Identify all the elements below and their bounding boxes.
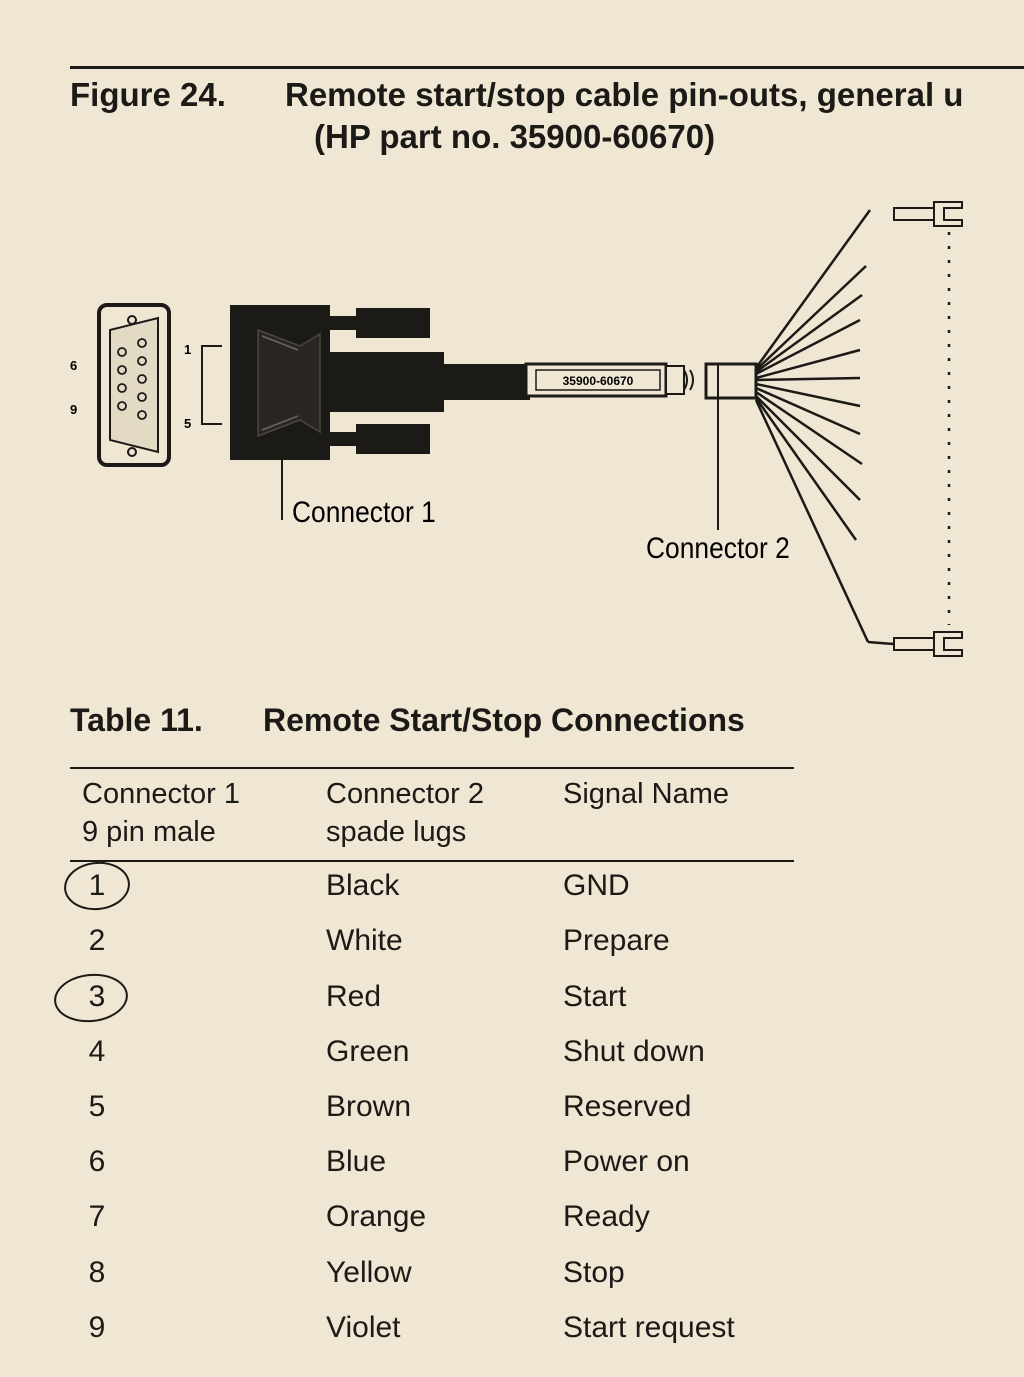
signal-name: Start — [563, 980, 627, 1013]
connector-1-label: Connector 1 — [292, 494, 436, 528]
header-col1-line2: 9 pin male — [82, 816, 216, 848]
signal-name: Prepare — [563, 924, 670, 957]
pin-label-6: 6 — [70, 358, 77, 373]
fanned-wires — [754, 209, 872, 643]
pin-label-9: 9 — [70, 402, 77, 417]
wire-color: Blue — [326, 1145, 387, 1178]
wire-color: Brown — [326, 1090, 412, 1123]
wire-color: White — [326, 924, 403, 957]
figure-title: Figure 24. Remote start/stop cable pin-ou… — [70, 76, 1024, 116]
table-number: Table 11. — [70, 702, 203, 738]
table-row: 8 Yellow Stop — [0, 1253, 1024, 1293]
table-title: Table 11. Remote Start/Stop Connections — [70, 702, 745, 739]
header-signal-name: Signal Name — [563, 775, 729, 813]
signal-name: Ready — [563, 1200, 650, 1233]
signal-name: Power on — [563, 1145, 690, 1178]
pin-number: 6 — [88, 1145, 106, 1178]
cable-diagram: 6 9 1 5 35900-60670 — [70, 201, 963, 657]
pin-label-5: 5 — [184, 416, 191, 431]
connector-1-body — [230, 305, 530, 460]
connector-2-label: Connector 2 — [646, 530, 790, 564]
signal-name: GND — [563, 869, 630, 902]
signal-name: Reserved — [563, 1090, 692, 1123]
table-row: 7 Orange Ready — [0, 1197, 1024, 1237]
table-title-text: Remote Start/Stop Connections — [263, 702, 745, 738]
pin-number: 8 — [88, 1256, 106, 1289]
pin-number: 7 — [88, 1200, 106, 1233]
pin-label-1: 1 — [184, 342, 191, 357]
pin-number: 5 — [88, 1090, 106, 1123]
wire-color: Red — [326, 980, 382, 1013]
header-connector-2: Connector 2 spade lugs — [326, 775, 484, 851]
table-row: 9 Violet Start request — [0, 1308, 1024, 1348]
figure-subtitle: (HP part no. 35900-60670) — [314, 118, 716, 155]
table-top-rule — [70, 767, 794, 769]
table-row: 2 White Prepare — [0, 921, 1024, 961]
wire-color: Yellow — [326, 1256, 412, 1289]
header-connector-1: Connector 1 9 pin male — [82, 775, 240, 851]
wire-color: Violet — [326, 1311, 401, 1344]
header-col3-line1: Signal Name — [563, 778, 730, 810]
figure-title-text: Remote start/stop cable pin-outs, genera… — [285, 76, 964, 113]
table-header-rule — [70, 860, 794, 862]
signal-name: Stop — [563, 1256, 625, 1289]
wire-color: Orange — [326, 1200, 427, 1233]
header-col2-line2: spade lugs — [326, 816, 467, 848]
wire-color: Green — [326, 1035, 410, 1068]
table-row: 6 Blue Power on — [0, 1142, 1024, 1182]
pin-number: 1 — [88, 869, 106, 902]
signal-name: Shut down — [563, 1035, 705, 1068]
figure-number: Figure 24. — [70, 76, 226, 113]
pin-number: 3 — [88, 980, 106, 1013]
pin-number: 4 — [88, 1035, 106, 1068]
spade-lug-bottom — [893, 631, 963, 657]
table-row: 4 Green Shut down — [0, 1032, 1024, 1072]
table-row: 3 Red Start — [0, 977, 1024, 1017]
header-col1-line1: Connector 1 — [82, 778, 240, 810]
cable-part-label: 35900-60670 — [563, 374, 634, 388]
spade-lug-top — [893, 201, 963, 227]
top-rule — [70, 66, 1024, 69]
dsub-face-view — [97, 303, 171, 467]
wire-color: Black — [326, 869, 400, 902]
pin-number: 9 — [88, 1311, 106, 1344]
table-row: 5 Brown Reserved — [0, 1087, 1024, 1127]
header-col2-line1: Connector 2 — [326, 778, 484, 810]
pin-number: 2 — [88, 924, 106, 957]
table-row: 1 Black GND — [0, 866, 1024, 906]
signal-name: Start request — [563, 1311, 735, 1344]
